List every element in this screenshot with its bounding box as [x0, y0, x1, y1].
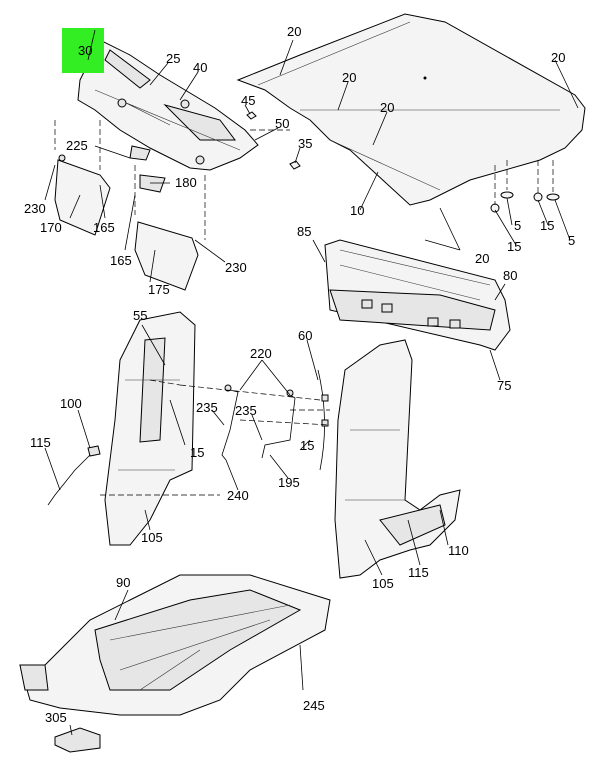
leader-lines — [44, 29, 579, 736]
callout-305: 305 — [45, 710, 67, 725]
callout-235-a: 235 — [196, 400, 218, 415]
callout-55: 55 — [133, 308, 147, 323]
right-door-frame[interactable] — [334, 339, 461, 579]
callout-50: 50 — [275, 116, 289, 131]
callout-75: 75 — [497, 378, 511, 393]
callout-85: 85 — [297, 224, 311, 239]
plug-15-left[interactable] — [490, 203, 500, 213]
callout-105-left: 105 — [141, 530, 163, 545]
seal-strip-60[interactable] — [317, 369, 329, 471]
callout-labels: 30 25 40 45 50 35 225 180 230 170 165 16… — [24, 24, 575, 725]
callout-195: 195 — [278, 475, 300, 490]
callout-80: 80 — [503, 268, 517, 283]
callout-170: 170 — [40, 220, 62, 235]
callout-245: 245 — [303, 698, 325, 713]
callout-220: 220 — [250, 346, 272, 361]
callout-25: 25 — [166, 51, 180, 66]
callout-240: 240 — [227, 488, 249, 503]
callout-5-b: 5 — [568, 233, 575, 248]
callout-35: 35 — [298, 136, 312, 151]
rear-header-trim-part[interactable] — [324, 239, 511, 351]
callout-110: 110 — [448, 543, 469, 558]
callout-20-c: 20 — [380, 100, 394, 115]
callout-105-right: 105 — [372, 576, 394, 591]
plug-15-right[interactable] — [533, 192, 543, 202]
clip-part-45[interactable] — [246, 111, 257, 120]
left-pillar-trim[interactable] — [104, 311, 196, 546]
sun-visor-left[interactable] — [54, 154, 111, 236]
floor-covering-part[interactable] — [19, 574, 331, 716]
callout-230-left: 230 — [24, 201, 46, 216]
callout-165-lower: 165 — [110, 253, 132, 268]
callout-225: 225 — [66, 138, 88, 153]
callout-40: 40 — [193, 60, 207, 75]
callout-10: 10 — [350, 203, 364, 218]
visor-clip-180[interactable] — [129, 145, 166, 193]
callout-15-b: 15 — [540, 218, 554, 233]
threshold-pad-305[interactable] — [54, 727, 101, 753]
callout-100: 100 — [60, 396, 82, 411]
callout-180: 180 — [175, 175, 197, 190]
callout-165-upper: 165 — [93, 220, 115, 235]
callout-20-b: 20 — [342, 70, 356, 85]
callout-20-e: 20 — [475, 251, 489, 266]
callout-15-d: 15 — [300, 438, 314, 453]
grab-handle-240[interactable] — [221, 384, 239, 461]
callout-115-right: 115 — [408, 565, 429, 580]
callout-15-c: 15 — [190, 445, 204, 460]
callout-230-right: 230 — [225, 260, 247, 275]
callout-115-left: 115 — [30, 435, 51, 450]
callout-20-d: 20 — [551, 50, 565, 65]
grab-handle-195[interactable] — [261, 389, 296, 459]
clip-part-35[interactable] — [289, 160, 301, 170]
callout-20-a: 20 — [287, 24, 301, 39]
callout-15-a: 15 — [507, 239, 521, 254]
headliner-part[interactable] — [236, 13, 586, 206]
callout-90: 90 — [116, 575, 130, 590]
highlight-box — [62, 28, 104, 73]
callout-45: 45 — [241, 93, 255, 108]
callout-60: 60 — [298, 328, 312, 343]
sun-visor-right[interactable] — [134, 221, 199, 291]
assist-strap-left[interactable] — [47, 445, 101, 506]
callout-175: 175 — [148, 282, 170, 297]
callout-235-b: 235 — [235, 403, 257, 418]
callout-30: 30 — [78, 43, 92, 58]
callout-5-a: 5 — [514, 218, 521, 233]
header-console-part[interactable] — [77, 39, 259, 171]
retainer-5-left[interactable] — [500, 191, 514, 199]
retainer-5-right[interactable] — [546, 193, 560, 201]
